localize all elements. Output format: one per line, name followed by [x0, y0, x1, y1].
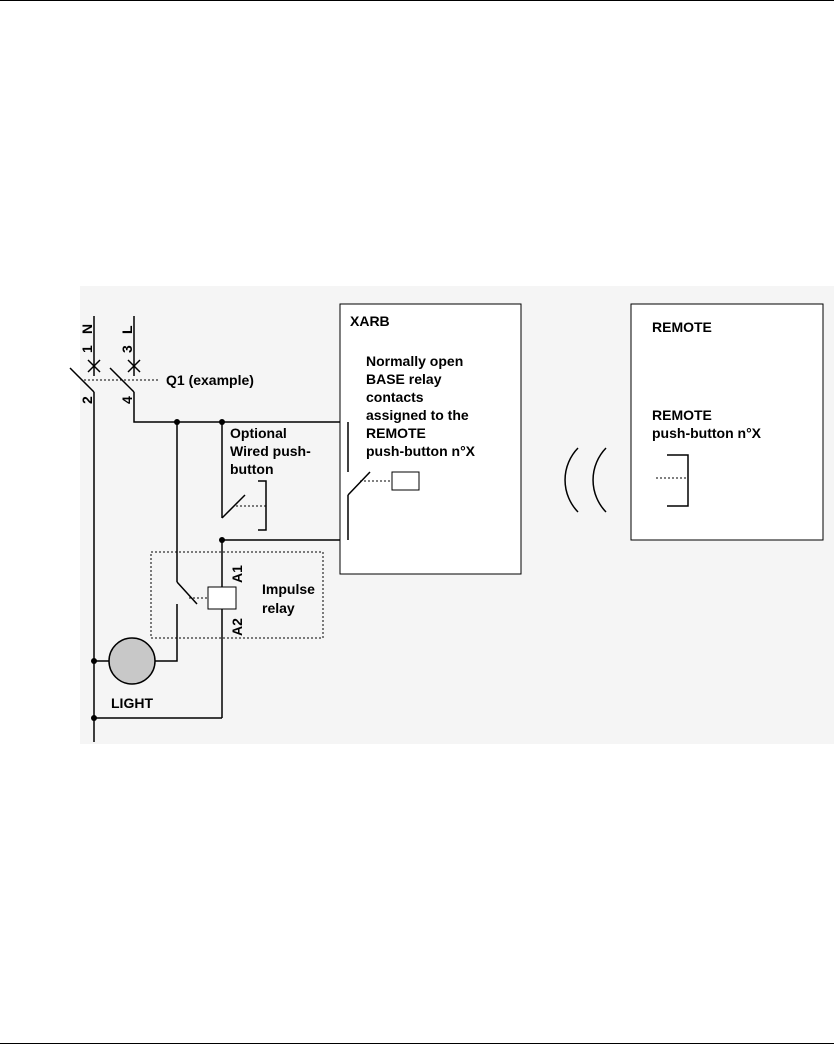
- supply-terminals: 1 N 3 L: [79, 316, 140, 376]
- remote-box: REMOTE REMOTE push-button n°X: [631, 304, 823, 540]
- relay-terminal-a2: A2: [229, 618, 245, 636]
- terminal-l-number: 3: [119, 345, 135, 353]
- terminal-l-label: L: [119, 325, 135, 334]
- light: LIGHT: [109, 638, 155, 711]
- remote-title: REMOTE: [652, 319, 712, 335]
- breaker-blade-n: [70, 368, 94, 392]
- breaker-label: Q1 (example): [166, 372, 254, 388]
- xarb-box: XARB Normally open BASE relay contacts a…: [340, 304, 521, 574]
- radio-wave-icon: [565, 448, 606, 512]
- terminal-out-4: 4: [119, 396, 135, 404]
- terminal-n-number: 1: [79, 345, 95, 353]
- terminal-n-label: N: [79, 324, 95, 334]
- xarb-title: XARB: [350, 313, 390, 329]
- light-label: LIGHT: [111, 695, 153, 711]
- relay-terminal-a1: A1: [229, 565, 245, 583]
- impulse-relay-contact: [177, 582, 197, 604]
- light-bulb-icon: [109, 638, 155, 684]
- xarb-relay-coil: [392, 472, 419, 490]
- pushbutton-label: Optional Wired push- button: [230, 425, 315, 477]
- wired-pushbutton: Optional Wired push- button: [222, 425, 315, 530]
- impulse-relay-label: Impulse relay: [262, 581, 319, 616]
- impulse-relay-coil: [208, 587, 236, 609]
- terminal-out-2: 2: [79, 396, 95, 404]
- breaker-q1: Q1 (example) 2 4: [70, 368, 254, 404]
